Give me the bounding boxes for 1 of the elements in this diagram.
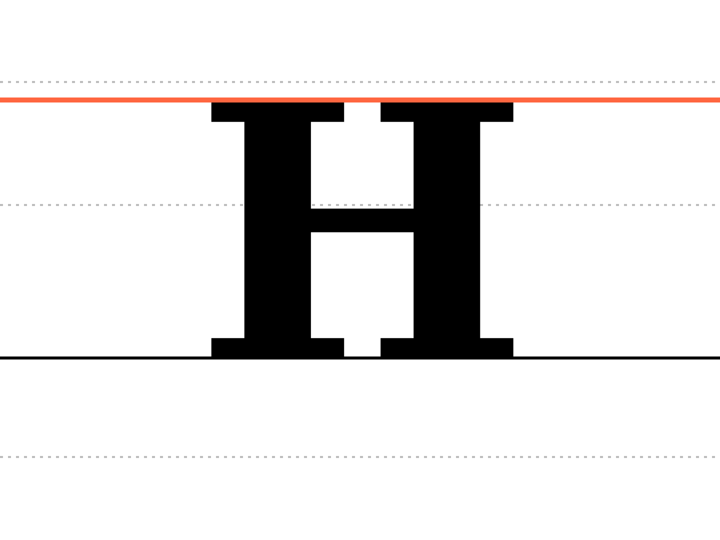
letter-glyph: H — [194, 59, 530, 413]
